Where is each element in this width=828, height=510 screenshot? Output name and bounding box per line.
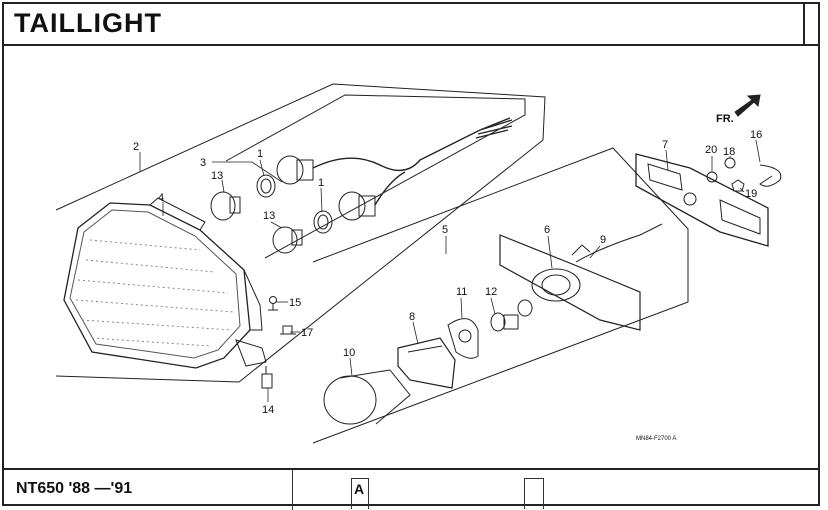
callout-2: 2 — [133, 141, 139, 153]
callout-11: 11 — [456, 286, 467, 298]
license-bracket-7 — [635, 153, 769, 247]
bulb-13-upper — [210, 191, 241, 221]
bulb-12 — [490, 299, 533, 332]
forward-arrow — [734, 94, 761, 117]
lens-holder-11 — [447, 318, 479, 359]
leader-lines — [139, 139, 761, 402]
wire-harness — [312, 117, 513, 206]
callout-12: 12 — [485, 286, 497, 298]
callout-14: 14 — [262, 404, 274, 416]
title-bar: TAILLIGHT — [2, 2, 820, 46]
license-light-6 — [499, 223, 663, 331]
footer-bar: NT650 '88 —'91 A — [2, 468, 820, 510]
section-letter: A — [354, 481, 365, 497]
clamp-16 — [759, 164, 782, 187]
gasket-1-upper — [256, 174, 276, 198]
footer-box — [524, 478, 544, 509]
title-divider — [803, 2, 805, 46]
socket-3-lower — [338, 191, 376, 221]
clip-17 — [280, 325, 296, 335]
callout-7: 7 — [662, 139, 668, 151]
direction-label: FR. — [716, 113, 734, 125]
wiring-box — [225, 94, 526, 259]
nut-18 — [724, 157, 736, 169]
taillight-lens — [63, 197, 263, 369]
callout-18: 18 — [723, 146, 735, 158]
socket-3-upper — [276, 155, 314, 185]
callout-15: 15 — [289, 297, 301, 309]
callout-16: 16 — [750, 129, 762, 141]
callout-4: 4 — [158, 192, 164, 204]
bulb-13-lower — [272, 226, 303, 254]
grommet-19 — [731, 179, 745, 192]
callout-3: 3 — [200, 157, 206, 169]
callout-labels: 2 4 3 1 1 13 13 5 6 7 9 11 12 8 10 14 15… — [133, 113, 762, 442]
callout-19: 19 — [745, 188, 757, 200]
footer-divider — [292, 470, 293, 510]
callout-17: 17 — [301, 327, 313, 339]
callout-5: 5 — [442, 224, 448, 236]
clip-14 — [261, 373, 273, 389]
mount-bracket — [235, 339, 267, 367]
page-title: TAILLIGHT — [14, 8, 162, 38]
group-outline-2 — [55, 83, 546, 383]
callout-6: 6 — [544, 224, 550, 236]
callout-20: 20 — [705, 144, 717, 156]
model-label: NT650 '88 —'91 — [16, 480, 133, 497]
screw-15 — [268, 296, 278, 311]
callout-1-upper: 1 — [257, 148, 263, 160]
gasket-1-lower — [313, 210, 333, 234]
group-outline-5 — [312, 147, 689, 444]
lens-10 — [323, 369, 411, 425]
callout-8: 8 — [409, 311, 415, 323]
section-box: A — [351, 478, 369, 509]
callout-1-lower: 1 — [318, 177, 324, 189]
callout-10: 10 — [343, 347, 355, 359]
callout-9: 9 — [600, 234, 606, 246]
drawing-code: MN84-F2700 A — [636, 436, 676, 442]
callout-13-lower: 13 — [263, 210, 275, 222]
reflector-8 — [397, 337, 456, 389]
callout-13-upper: 13 — [211, 170, 223, 182]
